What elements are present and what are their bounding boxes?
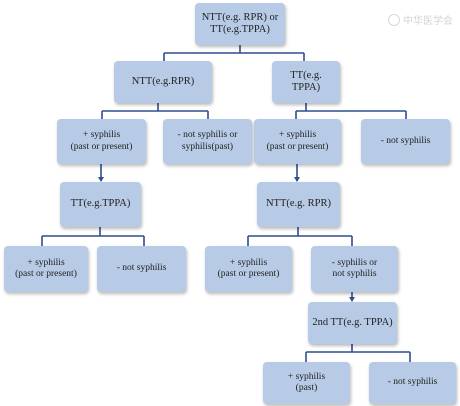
connector-ntt-first xyxy=(101,103,209,119)
ntt-tt-positive-node: + syphilis (past or present) xyxy=(4,246,88,292)
connector-second-tt xyxy=(305,344,411,362)
ntt-positive-node: + syphilis (past or present) xyxy=(57,119,146,164)
connector-ntt-confirm xyxy=(41,227,145,246)
ntt-negative-node: - not syphilis or syphilis(past) xyxy=(163,119,252,164)
tt-negative-node: - not syphilis xyxy=(361,119,450,164)
tt-positive-node: + syphilis (past or present) xyxy=(254,119,341,164)
seal-icon xyxy=(388,13,400,26)
arrowhead xyxy=(349,297,355,302)
ntt-tt-negative-node: - not syphilis xyxy=(97,246,186,292)
second-tt-positive-node: + syphilis (past) xyxy=(263,362,350,404)
second-tt-node: 2nd TT(e.g. TPPA) xyxy=(308,302,397,344)
second-tt-negative-node: - not syphilis xyxy=(369,362,456,404)
connector-root xyxy=(163,45,305,61)
tt-ntt-positive-node: + syphilis (past or present) xyxy=(205,246,292,292)
connector-tt-first xyxy=(295,103,407,119)
tt-first-node: TT(e.g. TPPA) xyxy=(272,61,340,103)
watermark: 中华医学会 xyxy=(388,12,453,27)
tt-ntt-negative-node: - syphilis or not syphilis xyxy=(311,246,398,292)
watermark-text: 中华医学会 xyxy=(403,16,453,27)
ntt-first-node: NTT(e.g.RPR) xyxy=(114,61,212,103)
confirm-tt-node: TT(e.g.TPPA) xyxy=(60,182,141,227)
arrowhead xyxy=(98,177,104,182)
arrowhead xyxy=(294,177,300,182)
connector-tt-confirm xyxy=(247,227,353,246)
root-node: NTT(e.g. RPR) or TT(e.g.TPPA) xyxy=(195,3,285,45)
confirm-ntt-node: NTT(e.g. RPR) xyxy=(257,182,340,227)
